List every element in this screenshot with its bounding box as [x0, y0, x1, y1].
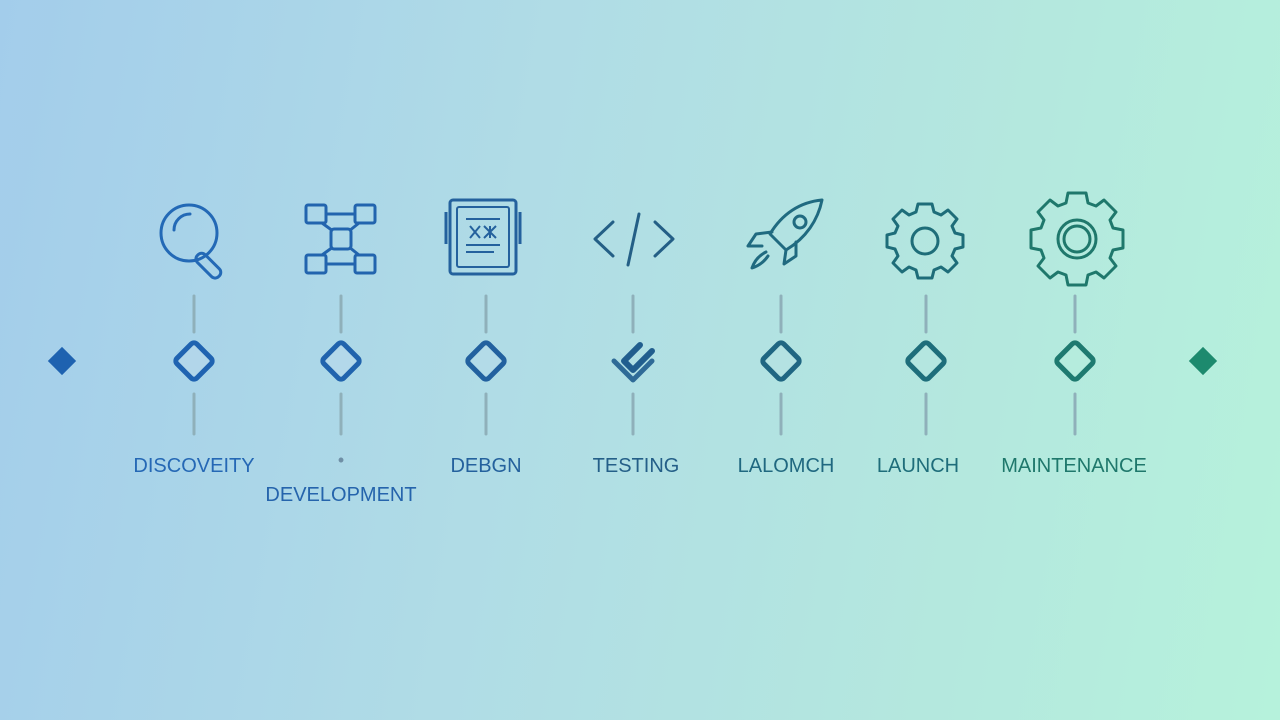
- stage-label-maintenance: MAINTENANCE: [1001, 455, 1147, 477]
- milestone-node-check: [611, 342, 655, 383]
- stage-label-development: DEVELOPMENT: [265, 484, 417, 506]
- timeline-start-marker: [47, 346, 77, 376]
- timeline-end-marker: [1188, 346, 1218, 376]
- rocket-icon: [746, 198, 824, 270]
- connector-ticks: [192, 294, 1077, 436]
- milestone-node: [1054, 340, 1096, 382]
- stage-label-discovery: DISCOVEITY: [133, 455, 255, 477]
- design-document-icon: [444, 198, 522, 276]
- milestone-node: [173, 340, 215, 382]
- milestone-node: [320, 340, 362, 382]
- milestone-node: [465, 340, 507, 382]
- network-nodes-icon: [304, 203, 377, 275]
- stage-label-launch: LAUNCH: [876, 455, 960, 477]
- large-gear-icon: [1029, 191, 1125, 287]
- stage-label-design: DEBGN: [450, 455, 522, 477]
- stage-label-lalomch: LALOMCH: [737, 455, 835, 477]
- stage-label-testing: TESTING: [592, 455, 680, 477]
- milestone-node: [905, 340, 947, 382]
- milestone-node: [760, 340, 802, 382]
- magnifier-icon: [159, 203, 223, 280]
- gear-icon: [885, 202, 965, 280]
- stage-marker-dot: •: [337, 450, 345, 470]
- code-brackets-icon: [593, 212, 675, 267]
